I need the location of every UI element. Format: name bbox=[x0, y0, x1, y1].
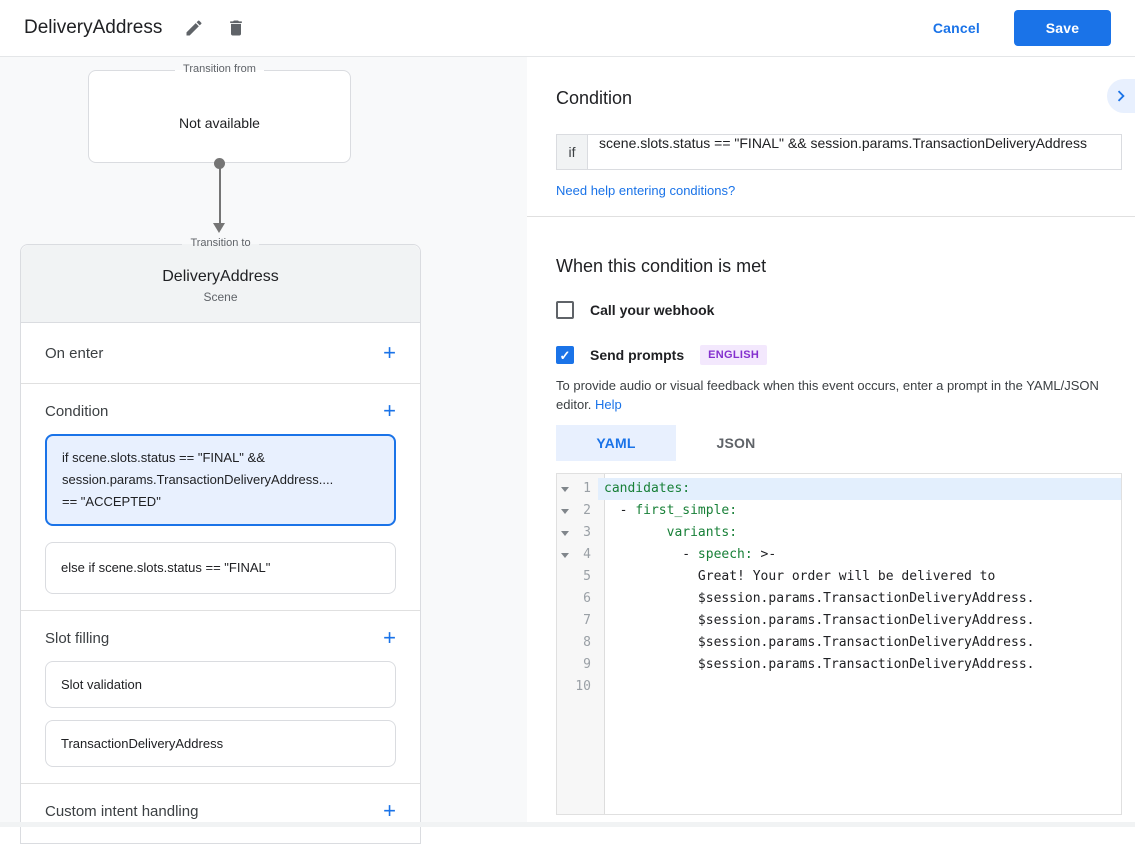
tab-json[interactable]: JSON bbox=[676, 425, 796, 461]
slot-validation-card[interactable]: Slot validation bbox=[45, 661, 396, 708]
line-number: 8 bbox=[572, 632, 598, 654]
scene-graph-canvas: Transition from Not available Transition… bbox=[0, 57, 527, 827]
add-condition-button[interactable]: + bbox=[383, 401, 396, 421]
code-line: 5 Great! Your order will be delivered to bbox=[557, 566, 1121, 588]
send-prompts-label: Send prompts bbox=[590, 347, 684, 363]
prompt-description-text: To provide audio or visual feedback when… bbox=[556, 378, 1099, 412]
slot-parameter-card[interactable]: TransactionDeliveryAddress bbox=[45, 720, 396, 767]
save-button[interactable]: Save bbox=[1014, 10, 1111, 46]
line-number: 10 bbox=[572, 676, 598, 698]
on-enter-row: On enter + bbox=[21, 323, 420, 384]
slot-filling-section-head: Slot filling + bbox=[45, 623, 396, 653]
fold-spacer bbox=[557, 610, 572, 632]
main-body: Transition from Not available Transition… bbox=[0, 57, 1135, 827]
edit-pencil-icon[interactable] bbox=[184, 18, 204, 38]
line-number: 9 bbox=[572, 654, 598, 676]
condition-section: Condition + if scene.slots.status == "FI… bbox=[21, 384, 420, 611]
check-icon: ✓ bbox=[560, 348, 571, 363]
transition-from-value: Not available bbox=[89, 115, 350, 131]
fold-arrow-icon[interactable] bbox=[557, 522, 572, 544]
editor-rows: 1 candidates: 2 - first_simple: 3 varian… bbox=[557, 478, 1121, 698]
custom-intent-section: Custom intent handling + bbox=[21, 784, 420, 838]
connector-arrowhead-icon bbox=[213, 223, 225, 233]
if-label: if bbox=[556, 134, 587, 170]
add-custom-intent-button[interactable]: + bbox=[383, 801, 396, 821]
custom-intent-label: Custom intent handling bbox=[45, 803, 198, 820]
condition-line: == "ACCEPTED" bbox=[62, 491, 379, 513]
condition-line: session.params.TransactionDeliveryAddres… bbox=[62, 469, 379, 491]
delete-trash-icon[interactable] bbox=[226, 18, 246, 38]
top-bar: DeliveryAddress Cancel Save bbox=[0, 0, 1135, 57]
code-line: 1 candidates: bbox=[557, 478, 1121, 500]
code-line: 6 $session.params.TransactionDeliveryAdd… bbox=[557, 588, 1121, 610]
webhook-row: Call your webhook bbox=[556, 301, 1122, 319]
condition-line: if scene.slots.status == "FINAL" && bbox=[62, 447, 379, 469]
editor-tabs: YAML JSON bbox=[556, 425, 1122, 461]
code-line: 2 - first_simple: bbox=[557, 500, 1121, 522]
condition-expression-row: if scene.slots.status == "FINAL" && sess… bbox=[556, 134, 1122, 170]
line-number: 3 bbox=[572, 522, 598, 544]
send-prompts-checkbox[interactable]: ✓ bbox=[556, 346, 574, 364]
fold-arrow-icon[interactable] bbox=[557, 544, 572, 566]
condition-card-selected[interactable]: if scene.slots.status == "FINAL" && sess… bbox=[45, 434, 396, 526]
fold-spacer bbox=[557, 654, 572, 676]
transition-from-box: Transition from Not available bbox=[88, 70, 351, 163]
line-number: 1 bbox=[572, 478, 598, 500]
prompt-description: To provide audio or visual feedback when… bbox=[556, 376, 1122, 414]
line-number: 4 bbox=[572, 544, 598, 566]
scene-card-header: Transition to DeliveryAddress Scene bbox=[21, 245, 420, 323]
fold-spacer bbox=[557, 588, 572, 610]
add-on-enter-button[interactable]: + bbox=[383, 343, 396, 363]
scene-card-title: DeliveryAddress bbox=[21, 245, 420, 286]
code-line: 10 bbox=[557, 676, 1121, 698]
connector-line bbox=[219, 167, 221, 224]
cancel-button[interactable]: Cancel bbox=[933, 20, 980, 36]
fold-spacer bbox=[557, 566, 572, 588]
code-line: 9 $session.params.TransactionDeliveryAdd… bbox=[557, 654, 1121, 676]
call-webhook-checkbox[interactable] bbox=[556, 301, 574, 319]
code-line: 3 variants: bbox=[557, 522, 1121, 544]
add-slot-button[interactable]: + bbox=[383, 628, 396, 648]
condition-help-link[interactable]: Need help entering conditions? bbox=[556, 183, 735, 198]
code-line: 4 - speech: >- bbox=[557, 544, 1121, 566]
condition-detail-panel: Condition if scene.slots.status == "FINA… bbox=[527, 57, 1135, 827]
line-number: 7 bbox=[572, 610, 598, 632]
collapse-panel-button[interactable] bbox=[1107, 79, 1135, 113]
transition-from-legend: Transition from bbox=[89, 63, 350, 75]
code-line: 7 $session.params.TransactionDeliveryAdd… bbox=[557, 610, 1121, 632]
condition-section-head: Condition + bbox=[45, 396, 396, 426]
fold-arrow-icon[interactable] bbox=[557, 500, 572, 522]
condition-heading: Condition bbox=[556, 57, 1122, 109]
fold-spacer bbox=[557, 632, 572, 654]
yaml-code-editor[interactable]: 1 candidates: 2 - first_simple: 3 varian… bbox=[556, 473, 1122, 815]
scene-title: DeliveryAddress bbox=[24, 17, 162, 39]
condition-card-else[interactable]: else if scene.slots.status == "FINAL" bbox=[45, 542, 396, 594]
line-number: 6 bbox=[572, 588, 598, 610]
horizontal-scrollbar-track[interactable] bbox=[0, 822, 1135, 827]
on-enter-label: On enter bbox=[45, 345, 103, 362]
condition-section-label: Condition bbox=[45, 403, 108, 420]
language-badge: ENGLISH bbox=[700, 345, 767, 365]
fold-arrow-icon[interactable] bbox=[557, 478, 572, 500]
line-number: 2 bbox=[572, 500, 598, 522]
slot-filling-label: Slot filling bbox=[45, 630, 109, 647]
chevron-right-icon bbox=[1110, 85, 1132, 107]
condition-expression-input[interactable]: scene.slots.status == "FINAL" && session… bbox=[587, 134, 1122, 170]
fold-spacer bbox=[557, 676, 572, 698]
send-prompts-row: ✓ Send prompts ENGLISH bbox=[556, 345, 1122, 365]
call-webhook-label: Call your webhook bbox=[590, 302, 714, 318]
code-line: 8 $session.params.TransactionDeliveryAdd… bbox=[557, 632, 1121, 654]
tab-yaml[interactable]: YAML bbox=[556, 425, 676, 461]
scene-card-subtitle: Scene bbox=[21, 290, 420, 304]
when-condition-heading: When this condition is met bbox=[556, 217, 1122, 277]
transition-to-card: Transition to DeliveryAddress Scene On e… bbox=[20, 244, 421, 844]
help-link[interactable]: Help bbox=[595, 397, 622, 412]
transition-to-legend: Transition to bbox=[21, 237, 420, 249]
line-number: 5 bbox=[572, 566, 598, 588]
slot-filling-section: Slot filling + Slot validation Transacti… bbox=[21, 611, 420, 784]
